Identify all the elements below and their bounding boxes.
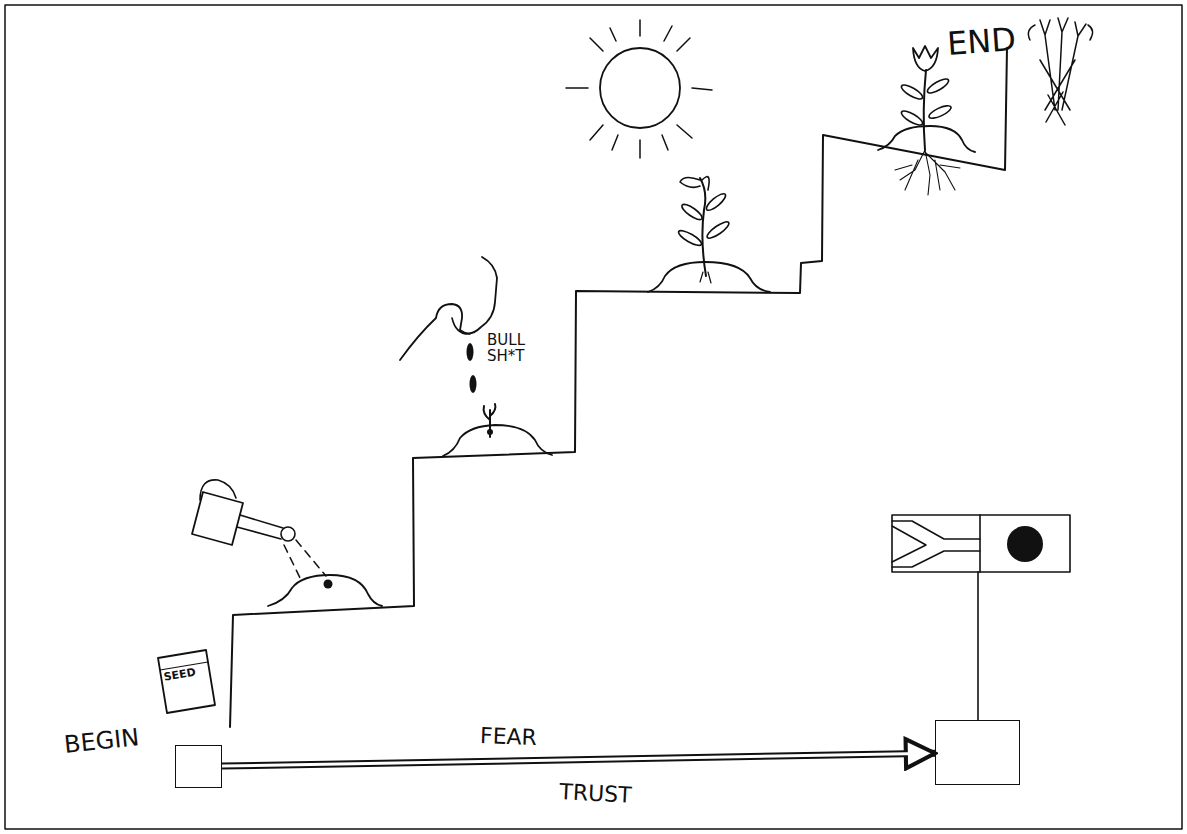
arrow-caption: TRUST bbox=[559, 780, 632, 807]
sun bbox=[600, 48, 680, 128]
sprout-seed bbox=[487, 429, 493, 435]
box: BEGIN bbox=[175, 745, 222, 788]
end-label: END bbox=[946, 23, 1017, 61]
watering-can-handle bbox=[200, 480, 236, 500]
flag-pole bbox=[977, 572, 979, 720]
packet-label: SEED bbox=[163, 666, 197, 683]
hollow-arrow-inner bbox=[222, 754, 921, 767]
arrow-label: FEAR bbox=[480, 723, 538, 750]
bouquet bbox=[1028, 18, 1092, 125]
flag-pair bbox=[892, 515, 1070, 572]
frame bbox=[5, 5, 1182, 829]
leaf bbox=[705, 219, 731, 240]
flag-divider bbox=[979, 515, 981, 572]
leaf bbox=[677, 228, 704, 248]
watering-can-spout bbox=[237, 515, 283, 539]
roots bbox=[895, 150, 960, 195]
soil-mound bbox=[268, 575, 382, 606]
leaf bbox=[680, 202, 704, 222]
soil-mound bbox=[648, 262, 770, 292]
plant-bud bbox=[680, 177, 709, 190]
hollow-arrow bbox=[222, 753, 935, 766]
plant-stem bbox=[700, 178, 706, 276]
water-stream bbox=[284, 545, 302, 582]
hand bbox=[400, 257, 497, 360]
leaf bbox=[900, 109, 925, 128]
leaf bbox=[900, 83, 925, 102]
leaf bbox=[704, 191, 728, 213]
dropping bbox=[467, 343, 474, 361]
soil-mound bbox=[878, 126, 975, 152]
japan-flag-disc bbox=[1007, 526, 1043, 562]
sun-rays bbox=[566, 20, 712, 158]
staircase bbox=[230, 48, 1007, 727]
leaf bbox=[927, 103, 952, 120]
sprout bbox=[484, 404, 496, 437]
node-label: BEGIN bbox=[63, 724, 141, 758]
flower-stem bbox=[924, 70, 926, 150]
leaf bbox=[926, 77, 951, 96]
seed bbox=[324, 580, 333, 589]
water-stream bbox=[296, 540, 326, 576]
dropping bbox=[470, 375, 477, 393]
note-text: BULL SH*T bbox=[487, 333, 535, 365]
south-africa-flag bbox=[892, 521, 980, 567]
watering-can-rose bbox=[281, 527, 295, 541]
connector-group bbox=[222, 753, 935, 766]
soil-mound bbox=[443, 425, 552, 456]
roots bbox=[700, 272, 711, 283]
hand-finger bbox=[452, 318, 470, 334]
seed-packet bbox=[158, 650, 215, 713]
tulip bbox=[913, 46, 938, 71]
box bbox=[935, 720, 1020, 785]
